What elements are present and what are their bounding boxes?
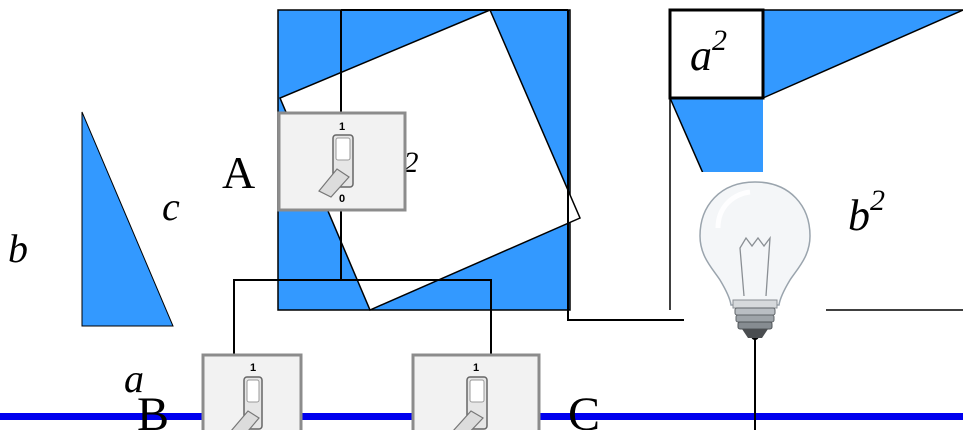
square-a-squared (668, 8, 765, 100)
switch-b[interactable]: 1 (201, 353, 303, 430)
light-bulb[interactable] (684, 172, 826, 338)
label-switch-c: C (568, 388, 600, 430)
label-side-a: a (124, 356, 144, 401)
bulb-base-1 (734, 307, 776, 316)
bulb-neck (732, 299, 778, 309)
switch-c[interactable]: 1 (411, 353, 541, 430)
light-bulb-icon (699, 181, 811, 338)
label-b-squared: b2 (848, 184, 885, 240)
label-side-b: b (8, 226, 28, 271)
bulb-base-2 (735, 314, 775, 323)
label-switch-a: A (222, 147, 255, 198)
wire-split (233, 279, 492, 355)
right-triangle (81, 111, 174, 327)
label-a-squared: a2 (690, 24, 727, 80)
switch-on-mark: 1 (250, 362, 256, 374)
switch-off-mark: 0 (339, 193, 345, 205)
switch-on-mark: 1 (473, 362, 479, 374)
toggle-switch-icon (231, 376, 263, 430)
toggle-switch-icon (318, 134, 354, 198)
bulb-tip (742, 329, 768, 338)
bulb-filament (739, 235, 771, 297)
bulb-highlight (715, 189, 751, 229)
label-switch-b: B (137, 388, 169, 430)
switch-a[interactable]: 1 0 (277, 111, 407, 212)
diag-top (762, 9, 963, 99)
toggle-switch-icon (453, 376, 488, 430)
label-side-c: c (162, 184, 180, 229)
bulb-base-3 (737, 321, 773, 330)
switch-on-mark: 1 (339, 121, 345, 133)
tilted-square-c (279, 9, 581, 311)
